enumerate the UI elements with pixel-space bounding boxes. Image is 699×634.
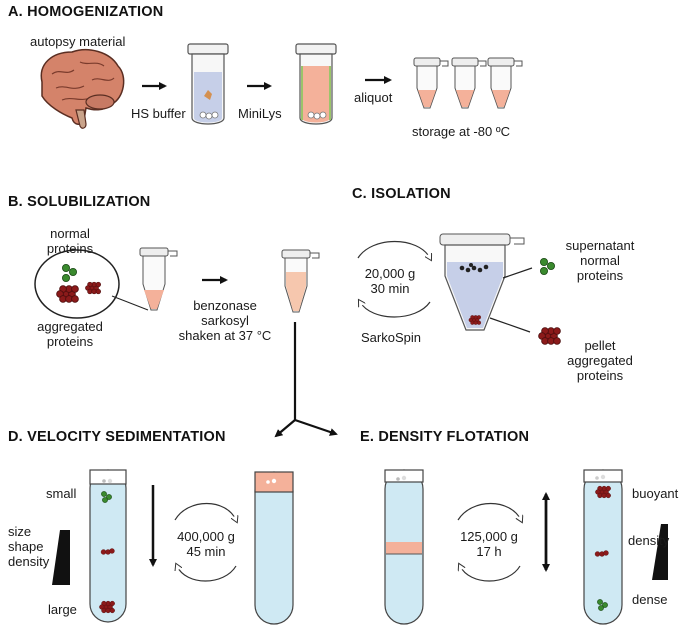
density-label-d: density bbox=[8, 554, 50, 569]
centrifuge-cycle-icon-d bbox=[174, 502, 236, 582]
section-b-title: B. SOLUBILIZATION bbox=[8, 194, 151, 210]
buoyant-label: buoyant bbox=[632, 486, 679, 501]
velocity-tube-left-icon bbox=[89, 469, 127, 623]
velocity-speed-label: 400,000 g bbox=[177, 529, 235, 544]
flotation-tube-right-icon bbox=[583, 469, 623, 625]
section-c-title: C. ISOLATION bbox=[352, 186, 451, 202]
minilys-tube-icon bbox=[295, 43, 337, 125]
minilys-label: MiniLys bbox=[238, 106, 282, 121]
supernatant-label-2: normal bbox=[580, 253, 620, 268]
section-a-title: A. HOMOGENIZATION bbox=[8, 4, 164, 20]
pellet-label-2: aggregated bbox=[567, 353, 633, 368]
aliquot-tubes-icon bbox=[413, 57, 523, 109]
section-e-title: E. DENSITY FLOTATION bbox=[360, 429, 530, 445]
aggregated-proteins-label-2: proteins bbox=[46, 334, 94, 349]
density-gradient-wedge bbox=[652, 524, 668, 580]
solubilization-tube-left-icon bbox=[139, 247, 178, 311]
aggregate-protein-icon bbox=[538, 327, 561, 345]
density-label-e: density bbox=[628, 533, 670, 548]
pellet-label-3: proteins bbox=[576, 368, 624, 383]
supernatant-label-1: supernatant bbox=[565, 238, 635, 253]
brain-icon bbox=[40, 48, 125, 129]
solubilization-tube-right-icon bbox=[281, 249, 320, 313]
size-label: size bbox=[8, 524, 32, 539]
pellet-pointer bbox=[489, 317, 531, 333]
sarkospin-label: SarkoSpin bbox=[361, 330, 421, 345]
supernatant-label-3: proteins bbox=[576, 268, 624, 283]
branch-arrows bbox=[274, 322, 338, 438]
normal-protein-icon bbox=[540, 257, 556, 275]
normal-proteins-label-2: proteins bbox=[46, 241, 94, 256]
hs-buffer-tube-icon bbox=[187, 43, 229, 125]
size-gradient-wedge bbox=[52, 530, 70, 585]
shape-label: shape bbox=[8, 539, 44, 554]
flotation-speed-label: 125,000 g bbox=[460, 529, 518, 544]
centrifuge-cycle-icon-e bbox=[457, 502, 521, 582]
storage-label: storage at -80 ºC bbox=[412, 124, 510, 139]
dense-label: dense bbox=[632, 592, 668, 607]
aliquot-label: aliquot bbox=[354, 90, 393, 105]
treatment-label-3: shaken at 37 °C bbox=[178, 328, 272, 343]
flotation-tube-left-icon bbox=[384, 469, 424, 625]
flotation-time-label: 17 h bbox=[476, 544, 502, 559]
normal-proteins-label-1: normal bbox=[50, 226, 90, 241]
isolation-time-label: 30 min bbox=[370, 281, 410, 296]
sarkospin-tube-icon bbox=[439, 233, 525, 331]
autopsy-material-label: autopsy material bbox=[30, 34, 126, 49]
large-label: large bbox=[48, 602, 77, 617]
pellet-label-1: pellet bbox=[584, 338, 616, 353]
velocity-tube-right-icon bbox=[254, 471, 294, 625]
aggregated-proteins-label-1: aggregated bbox=[37, 319, 103, 334]
velocity-time-label: 45 min bbox=[186, 544, 226, 559]
hs-buffer-label: HS buffer bbox=[131, 106, 186, 121]
small-label: small bbox=[46, 486, 77, 501]
section-d-title: D. VELOCITY SEDIMENTATION bbox=[8, 429, 226, 445]
protein-inset-icon bbox=[34, 249, 149, 319]
treatment-label-1: benzonase bbox=[193, 298, 257, 313]
centrifuge-cycle-icon-c bbox=[357, 240, 430, 318]
treatment-label-2: sarkosyl bbox=[201, 313, 249, 328]
isolation-speed-label: 20,000 g bbox=[364, 266, 416, 281]
supernatant-pointer bbox=[502, 267, 533, 279]
